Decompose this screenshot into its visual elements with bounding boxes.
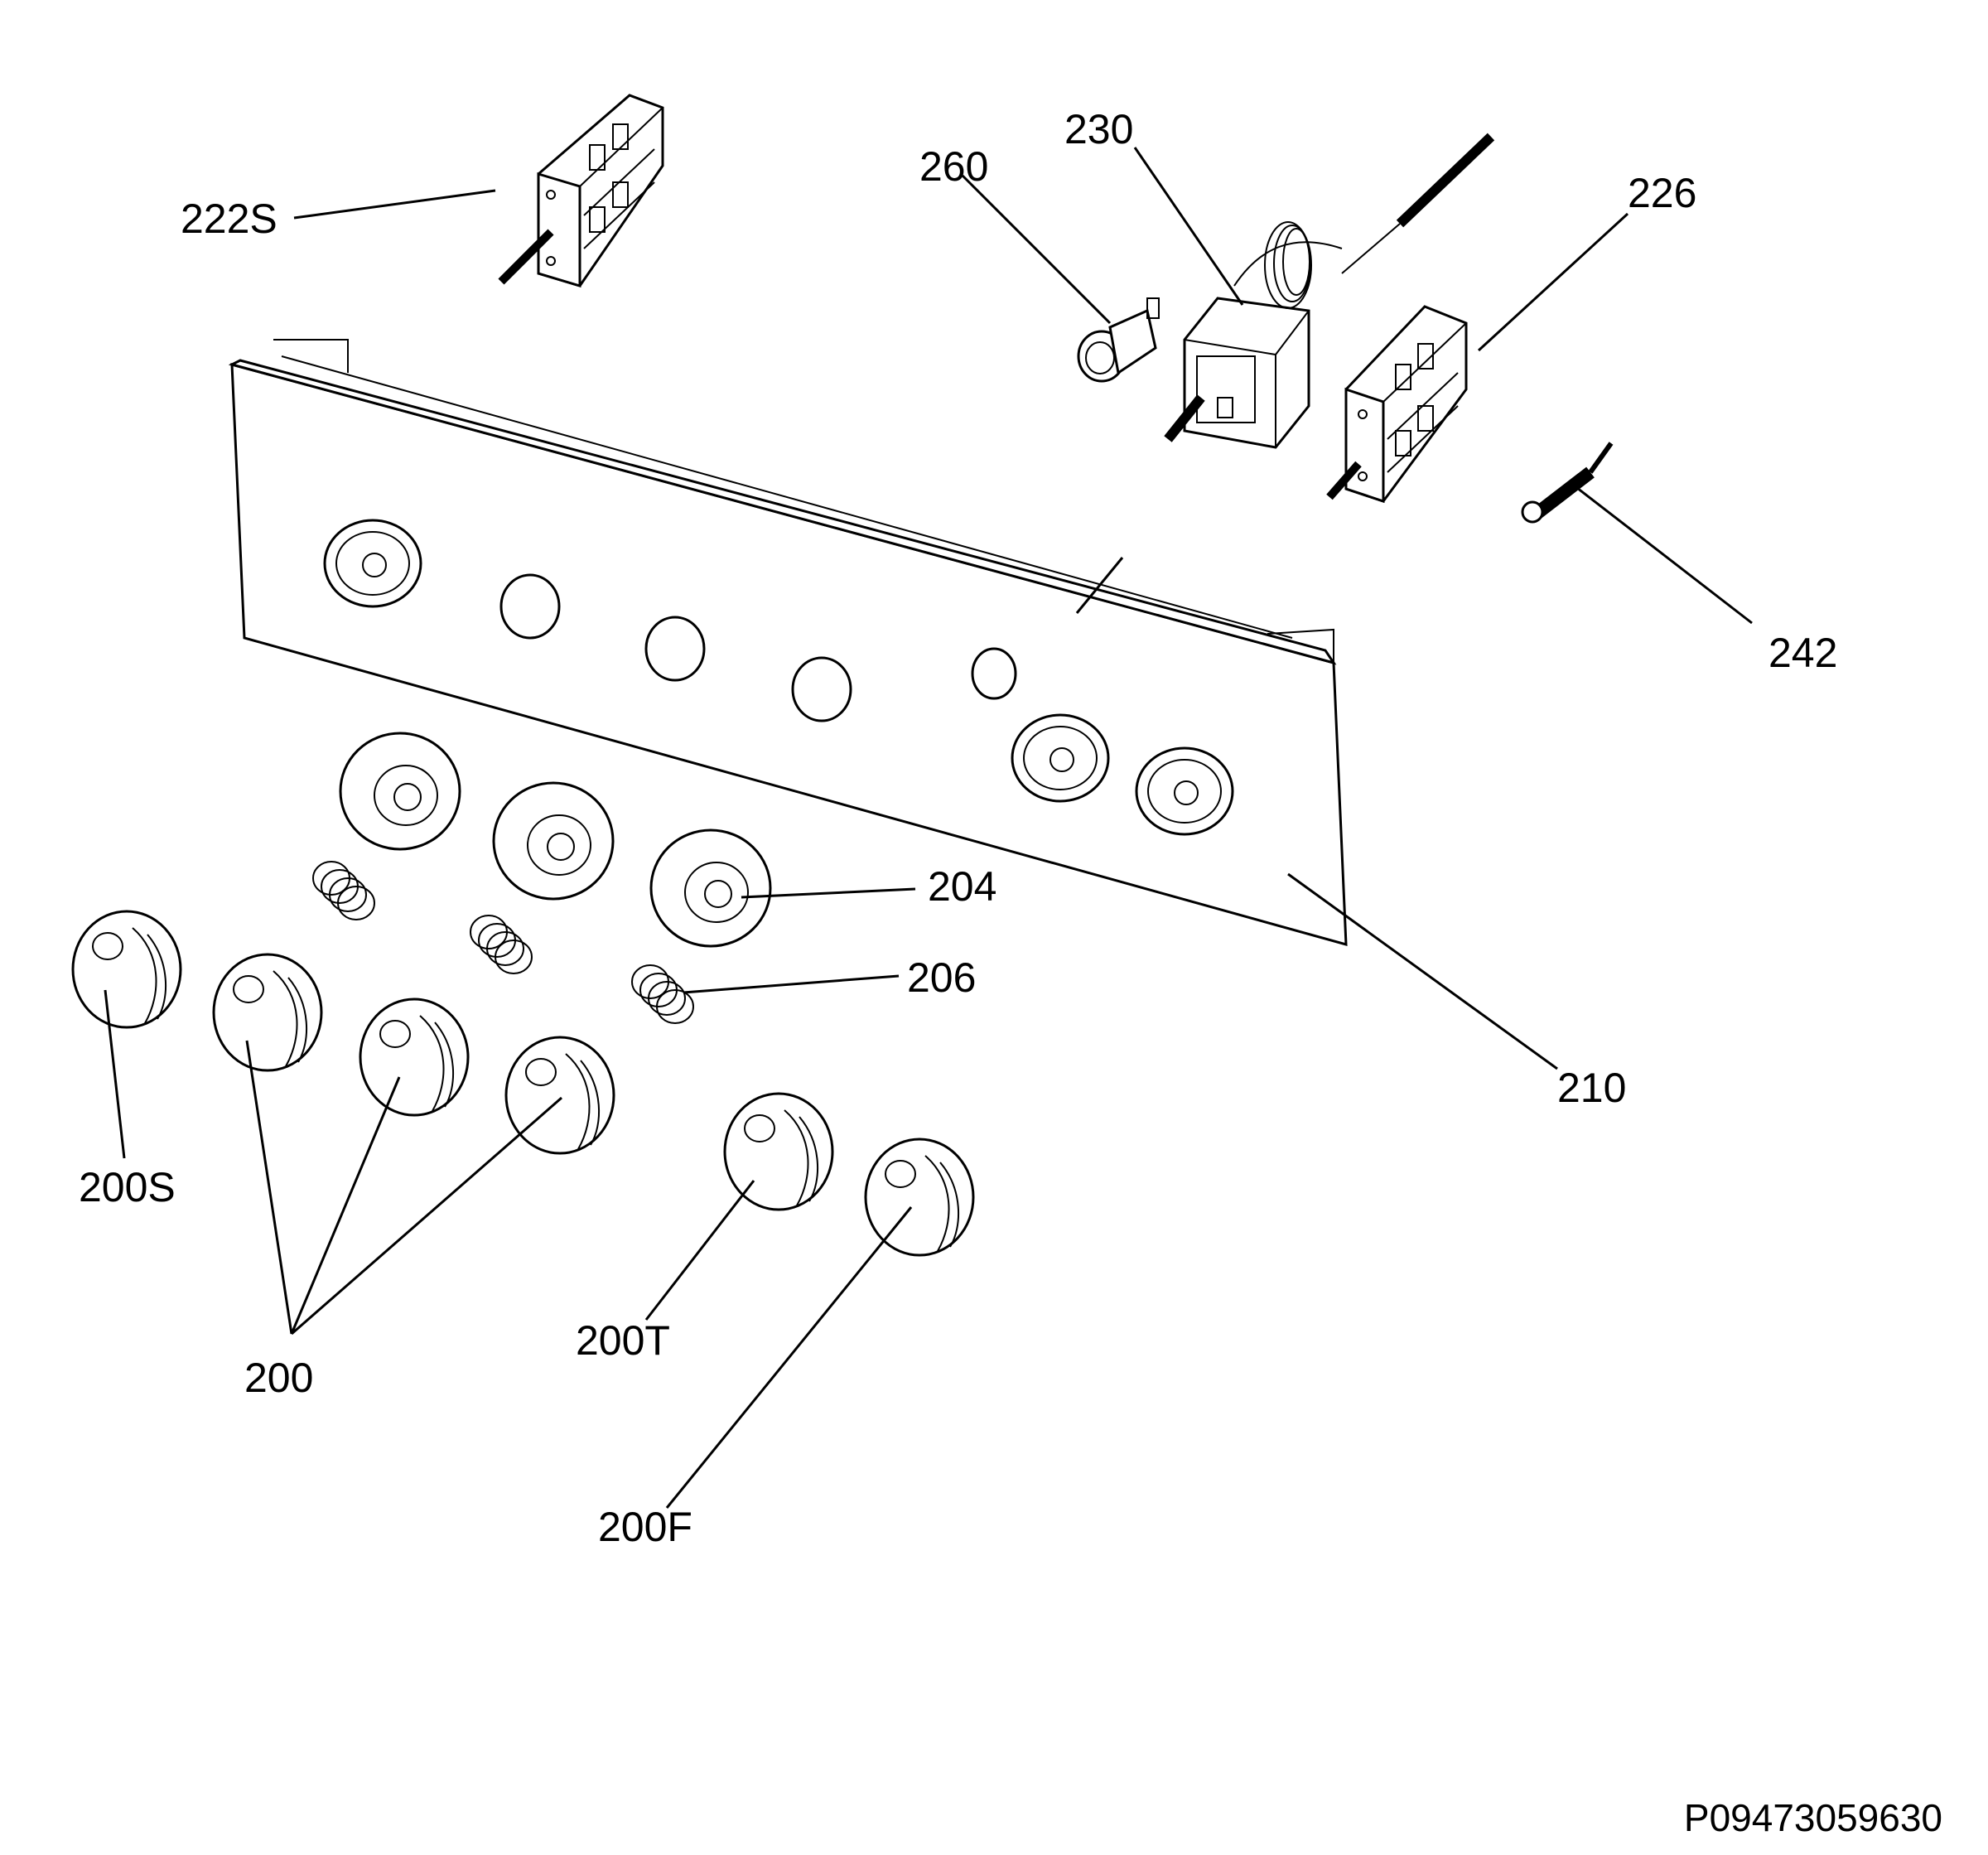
callout-242: 242 <box>1768 630 1837 676</box>
callout-230: 230 <box>1064 106 1133 152</box>
callout-200f: 200F <box>598 1504 692 1550</box>
part-bezels-204 <box>339 732 772 948</box>
part-ignition-switch-242 <box>1521 442 1614 524</box>
part-knobs <box>71 910 975 1257</box>
knob-200-b <box>359 998 470 1117</box>
callout-204: 204 <box>928 863 996 910</box>
knob-200t <box>723 1092 834 1211</box>
part-indicator-lamp-260 <box>1077 297 1160 383</box>
callout-200s: 200S <box>79 1164 176 1210</box>
drawing-code: P09473059630 <box>1684 1796 1942 1839</box>
callout-200: 200 <box>244 1355 313 1401</box>
callout-labels: 222S 260 230 226 242 204 206 210 200S 20… <box>79 106 1942 1839</box>
callout-206: 206 <box>907 954 976 1001</box>
callout-210: 210 <box>1557 1065 1626 1111</box>
knob-200s <box>71 910 182 1029</box>
callout-226: 226 <box>1628 170 1696 216</box>
part-springs-206 <box>312 861 694 1024</box>
callout-222s: 222S <box>181 196 277 242</box>
knob-200-c <box>504 1036 615 1155</box>
part-thermostat-230 <box>1164 133 1495 449</box>
part-switch-222s <box>498 94 664 288</box>
part-switch-226 <box>1326 305 1468 504</box>
knob-200-a <box>212 953 323 1072</box>
callout-260: 260 <box>919 143 988 190</box>
leader-lines <box>104 147 1753 1509</box>
callout-200t: 200T <box>576 1317 670 1364</box>
part-control-panel-210 <box>228 339 1348 946</box>
knob-200f <box>864 1138 975 1257</box>
